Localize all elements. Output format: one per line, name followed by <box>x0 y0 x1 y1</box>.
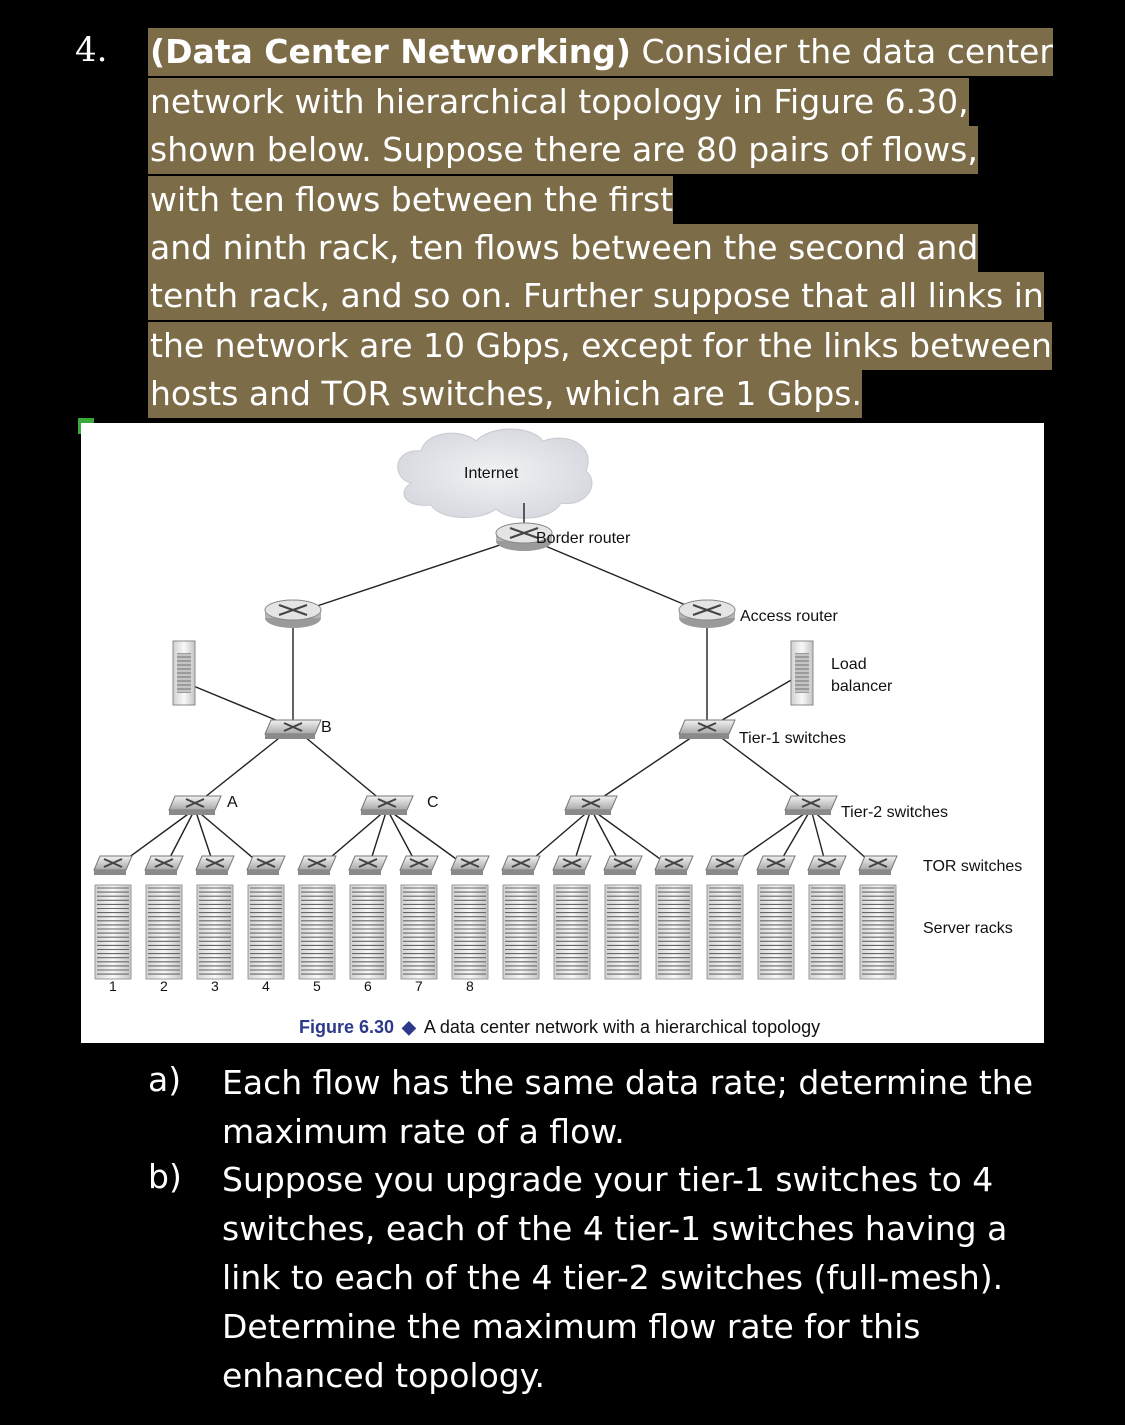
question-line-4: with ten flows between the first <box>148 176 674 224</box>
tier2-label: Tier-2 switches <box>841 804 948 821</box>
question-line-1: (Data Center Networking) Consider the da… <box>148 28 1053 76</box>
server-rack-icon <box>553 884 591 980</box>
link-t1r-t2-3 <box>590 726 708 806</box>
question-text-1: Consider the data center <box>630 32 1053 71</box>
tor-switch-icon <box>603 855 643 875</box>
tor-switch-icon <box>705 855 745 875</box>
tor-switch-icon <box>93 855 133 875</box>
internet-label: Internet <box>464 465 519 482</box>
part-a-text: Each flow has the same data rate; determ… <box>222 1063 1034 1151</box>
load-balancer-right-icon <box>790 640 814 706</box>
tor-switch-icon <box>501 855 541 875</box>
server-rack-icon <box>196 884 234 980</box>
access-router-right-icon <box>678 599 736 628</box>
tor-label: TOR switches <box>923 858 1022 875</box>
rack-number: 4 <box>262 978 270 994</box>
figure-caption: Figure 6.30 ◆ A data center network with a… <box>299 1017 820 1037</box>
internet-cloud <box>397 428 593 519</box>
server-rack-icon <box>808 884 846 980</box>
link-t1l-t2c <box>292 726 388 806</box>
tor-switch-icon <box>807 855 847 875</box>
tor-switch-icon <box>399 855 439 875</box>
rack-number: 5 <box>313 978 321 994</box>
question-line-7: the network are 10 Gbps, except for the … <box>148 322 1052 370</box>
part-b-label: b) <box>148 1157 182 1196</box>
question-line-2: network with hierarchical topology in Fi… <box>148 78 969 126</box>
tier2-switch-icon <box>168 795 222 815</box>
server-rack-icon <box>451 884 489 980</box>
server-rack-icon <box>859 884 897 980</box>
link-border-access-left <box>292 536 525 615</box>
caption-text: A data center network with a hierarchica… <box>424 1017 820 1037</box>
caption-separator: ◆ <box>401 1017 417 1037</box>
tor-switch-icon <box>297 855 337 875</box>
server-rack-icon <box>706 884 744 980</box>
rack-number: 2 <box>160 978 168 994</box>
access-router-left-icon <box>264 599 322 628</box>
question-line-5: and ninth rack, ten flows between the se… <box>148 224 979 272</box>
tor-switch-icon <box>450 855 490 875</box>
link-border-access-right <box>523 536 708 615</box>
border-router-label: Border router <box>536 530 631 547</box>
server-racks-label: Server racks <box>923 920 1013 937</box>
access-router-label: Access router <box>740 608 838 625</box>
switch-label-a: A <box>227 794 238 811</box>
rack-number: 7 <box>415 978 423 994</box>
link-loadbalancer-right <box>716 678 794 724</box>
tier1-switch-right-icon <box>678 719 736 739</box>
server-rack-icon <box>349 884 387 980</box>
tor-switch-icon <box>348 855 388 875</box>
tor-switch-icon <box>756 855 796 875</box>
question-line-8: hosts and TOR switches, which are 1 Gbps… <box>148 370 862 418</box>
question-title: (Data Center Networking) <box>150 32 631 71</box>
server-rack-icon <box>298 884 336 980</box>
server-rack-icon <box>400 884 438 980</box>
server-rack-icon <box>247 884 285 980</box>
rack-number: 8 <box>466 978 474 994</box>
tor-switch-icon <box>195 855 235 875</box>
server-rack-icon <box>604 884 642 980</box>
tier2-switch-icon <box>784 795 838 815</box>
load-balancer-label-1: Load <box>831 656 867 673</box>
tor-switch-icon <box>654 855 694 875</box>
server-rack-icon <box>757 884 795 980</box>
load-balancer-left-icon <box>172 640 196 706</box>
server-rack-icon <box>145 884 183 980</box>
tor-switch-icon <box>552 855 592 875</box>
tier1-label: Tier-1 switches <box>739 730 846 747</box>
question-line-6: tenth rack, and so on. Further suppose t… <box>148 272 1044 320</box>
tier2-switch-icon <box>360 795 414 815</box>
question-number: 4. <box>75 30 108 70</box>
border-router-icon <box>495 522 553 551</box>
question-line-3: shown below. Suppose there are 80 pairs … <box>148 126 978 174</box>
tor-switch-icon <box>858 855 898 875</box>
part-a-label: a) <box>148 1060 182 1099</box>
server-rack-icon <box>502 884 540 980</box>
rack-number: 6 <box>364 978 372 994</box>
server-rack-icon <box>94 884 132 980</box>
server-rack-icon <box>655 884 693 980</box>
tor-switch-icon <box>144 855 184 875</box>
rack-number: 1 <box>109 978 117 994</box>
tier2-switch-icon <box>564 795 618 815</box>
switch-label-b: B <box>321 719 332 736</box>
part-b-text: Suppose you upgrade your tier-1 switches… <box>222 1160 1008 1395</box>
switch-label-c: C <box>427 794 439 811</box>
network-figure: Internet Border router Access router Loa… <box>81 423 1044 1043</box>
link-t1l-t2a <box>194 726 294 806</box>
load-balancer-label-2: balancer <box>831 678 893 695</box>
tier1-switch-b-icon <box>264 719 322 739</box>
link-loadbalancer-left <box>190 684 284 724</box>
caption-number: Figure 6.30 <box>299 1017 394 1037</box>
rack-number: 3 <box>211 978 219 994</box>
tor-switch-icon <box>246 855 286 875</box>
link-t1r-t2-4 <box>706 726 812 806</box>
